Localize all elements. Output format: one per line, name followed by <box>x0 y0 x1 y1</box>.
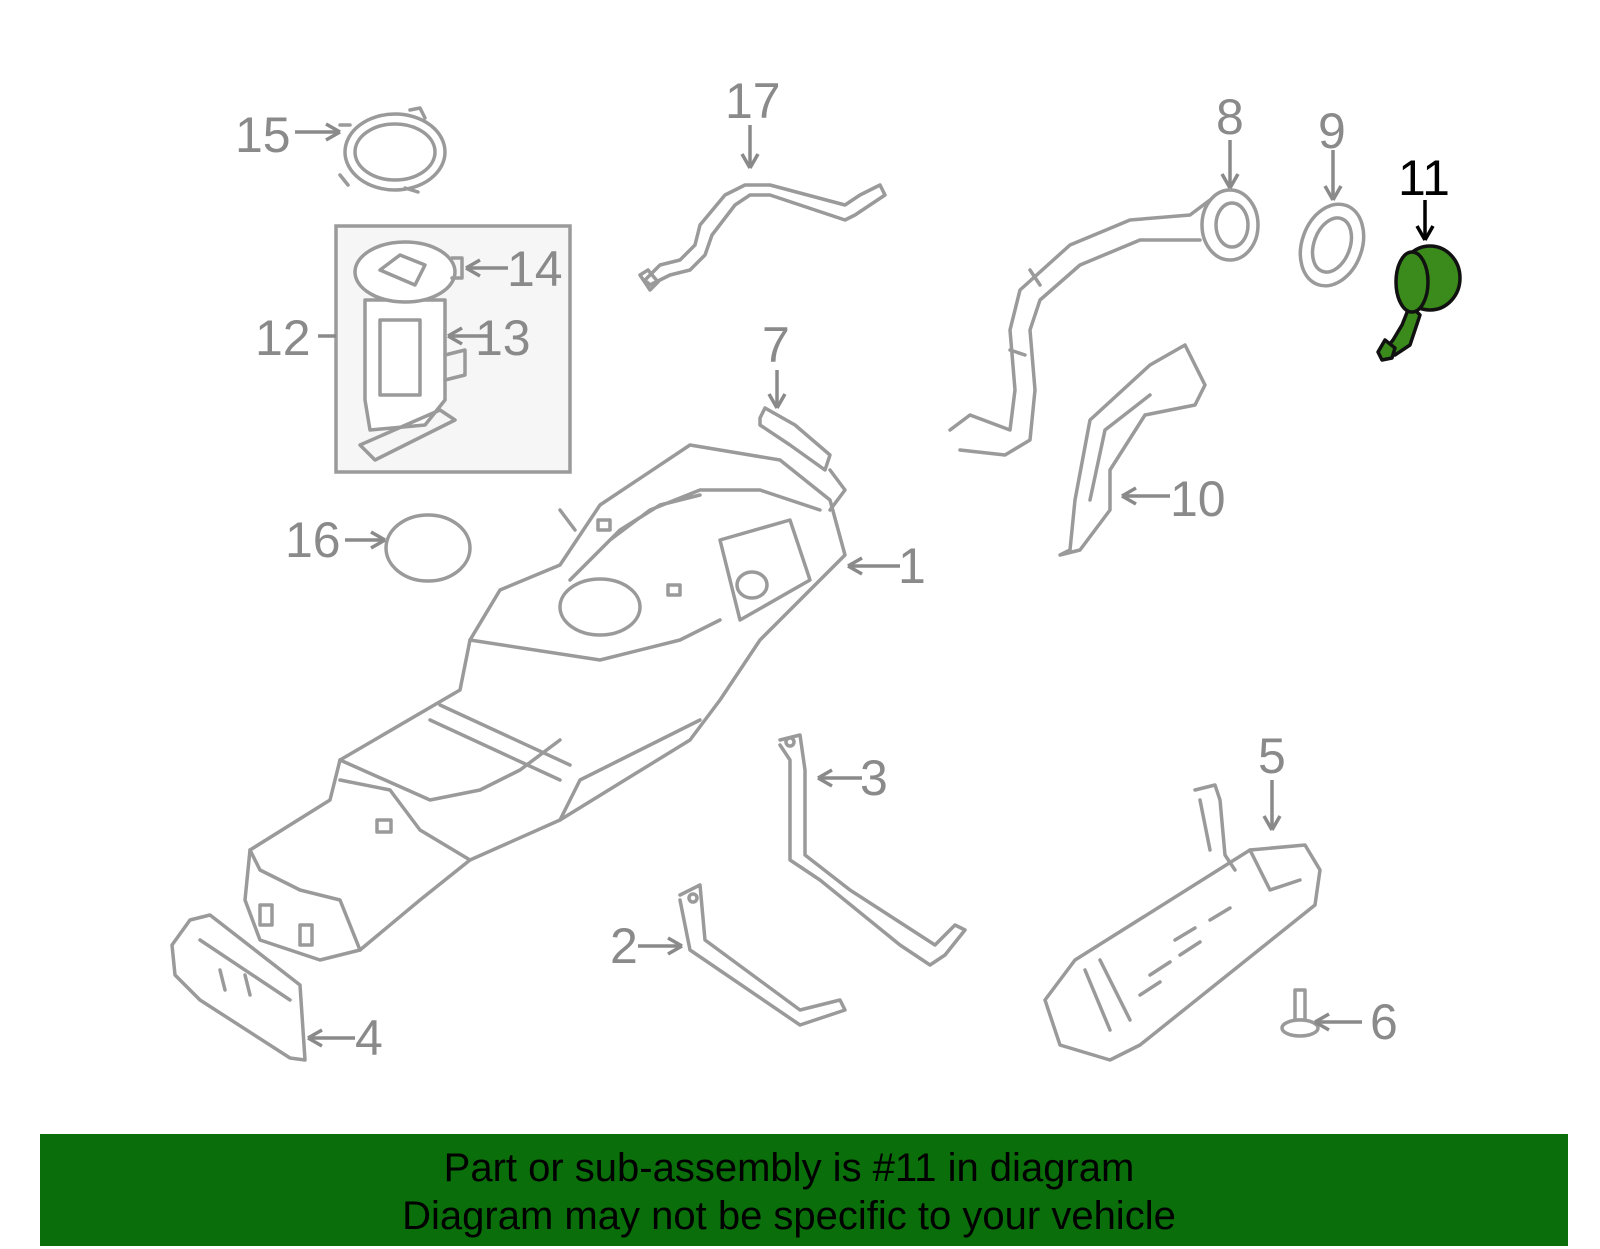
part-14-pump-flange <box>353 240 464 304</box>
callout-2: 2 <box>610 918 638 974</box>
callout-9: 9 <box>1318 103 1346 159</box>
fuel-system-diagram: 1 2 3 4 5 6 7 8 9 10 11 12 13 14 15 16 1… <box>170 73 1462 1066</box>
callout-4: 4 <box>355 1010 383 1066</box>
part-10-bracket <box>1058 343 1207 557</box>
callout-leaders <box>295 122 1435 1048</box>
part-15-lock-ring <box>338 106 447 194</box>
callout-5: 5 <box>1258 728 1286 784</box>
callout-13: 13 <box>475 310 531 366</box>
callout-3: 3 <box>860 750 888 806</box>
part-2-tank-strap <box>678 883 847 1027</box>
banner-line-2: Diagram may not be specific to your vehi… <box>402 1194 1176 1238</box>
part-3-tank-strap <box>778 733 967 967</box>
part-5-skid-plate <box>1043 783 1322 1062</box>
banner-line-1: Part or sub-assembly is #11 in diagram <box>443 1146 1135 1190</box>
part-6-bolt <box>1280 988 1320 1038</box>
callout-15: 15 <box>235 107 291 163</box>
part-4-heat-shield <box>170 913 307 1062</box>
callout-6: 6 <box>1370 994 1398 1050</box>
part-info-banner: Part or sub-assembly is #11 in diagram D… <box>40 1134 1568 1246</box>
part-7-hose <box>758 406 832 472</box>
part-17-vent-tube <box>638 183 887 292</box>
part-1-fuel-tank <box>243 443 847 962</box>
callout-11: 11 <box>1398 150 1450 206</box>
callout-labels: 1 2 3 4 5 6 7 8 9 10 11 12 13 14 15 16 1… <box>235 73 1450 1066</box>
callout-14: 14 <box>507 241 563 297</box>
callout-10: 10 <box>1170 471 1226 527</box>
callout-16: 16 <box>285 512 341 568</box>
callout-8: 8 <box>1216 89 1244 145</box>
part-9-cap-ring <box>1298 202 1366 288</box>
callout-17: 17 <box>725 73 781 129</box>
callout-1: 1 <box>898 538 926 594</box>
part-8-filler-neck <box>948 188 1260 457</box>
part-13-fuel-pump <box>358 298 467 462</box>
part-16-o-ring <box>384 513 472 583</box>
part-11-fuel-cap <box>1376 244 1462 362</box>
callout-12: 12 <box>255 310 311 366</box>
callout-7: 7 <box>762 317 790 373</box>
